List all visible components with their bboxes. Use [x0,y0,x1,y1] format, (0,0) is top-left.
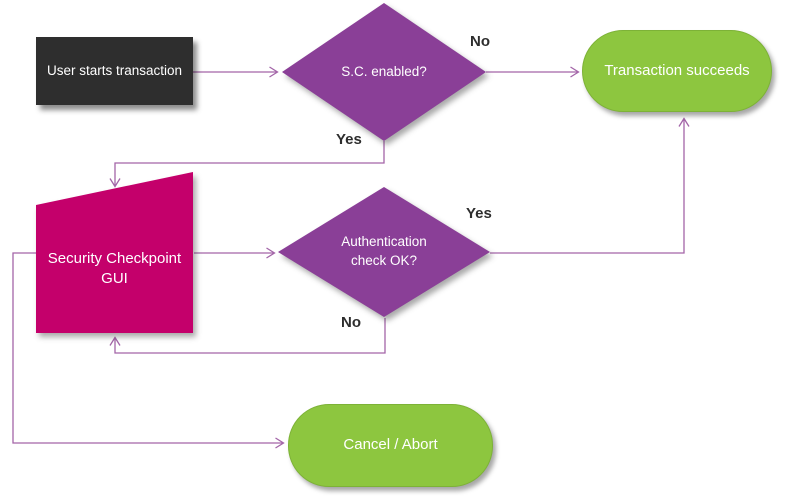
node-transaction-succeeds: Transaction succeeds [582,30,772,112]
node-security-checkpoint-gui: Security Checkpoint GUI [36,172,193,333]
node-cancel-abort: Cancel / Abort [288,404,493,487]
node-auth-check: Authentication check OK? [278,187,490,317]
edge-sc-yes-to-gui [109,141,385,188]
edge-label-auth-no: No [341,314,361,331]
node-sc-enabled: S.C. enabled? [282,3,486,141]
edge-gui-to-cancel [12,252,285,449]
edge-auth-yes-to-succeeds [490,117,690,254]
decision-diamond-sc-enabled: S.C. enabled? [282,3,486,141]
node-label-cancel-abort: Cancel / Abort [343,436,438,454]
node-label-sc-enabled: S.C. enabled? [341,63,427,79]
edge-label-auth-yes: Yes [466,205,492,222]
node-label-auth-check: Authentication check OK? [341,234,427,268]
node-user-starts-transaction: User starts transaction [36,37,193,105]
edge-label-sc-no: No [470,33,490,50]
node-label-security-gui: Security Checkpoint GUI [47,249,182,287]
manual-input-shape-security-gui: Security Checkpoint GUI [36,172,193,333]
edge-auth-no-to-gui [109,318,386,354]
node-label-user-starts-transaction: User starts transaction [46,62,183,78]
node-label-transaction-succeeds: Transaction succeeds [604,61,750,79]
edge-label-sc-yes: Yes [336,131,362,148]
decision-diamond-auth-check: Authentication check OK? [278,187,490,317]
